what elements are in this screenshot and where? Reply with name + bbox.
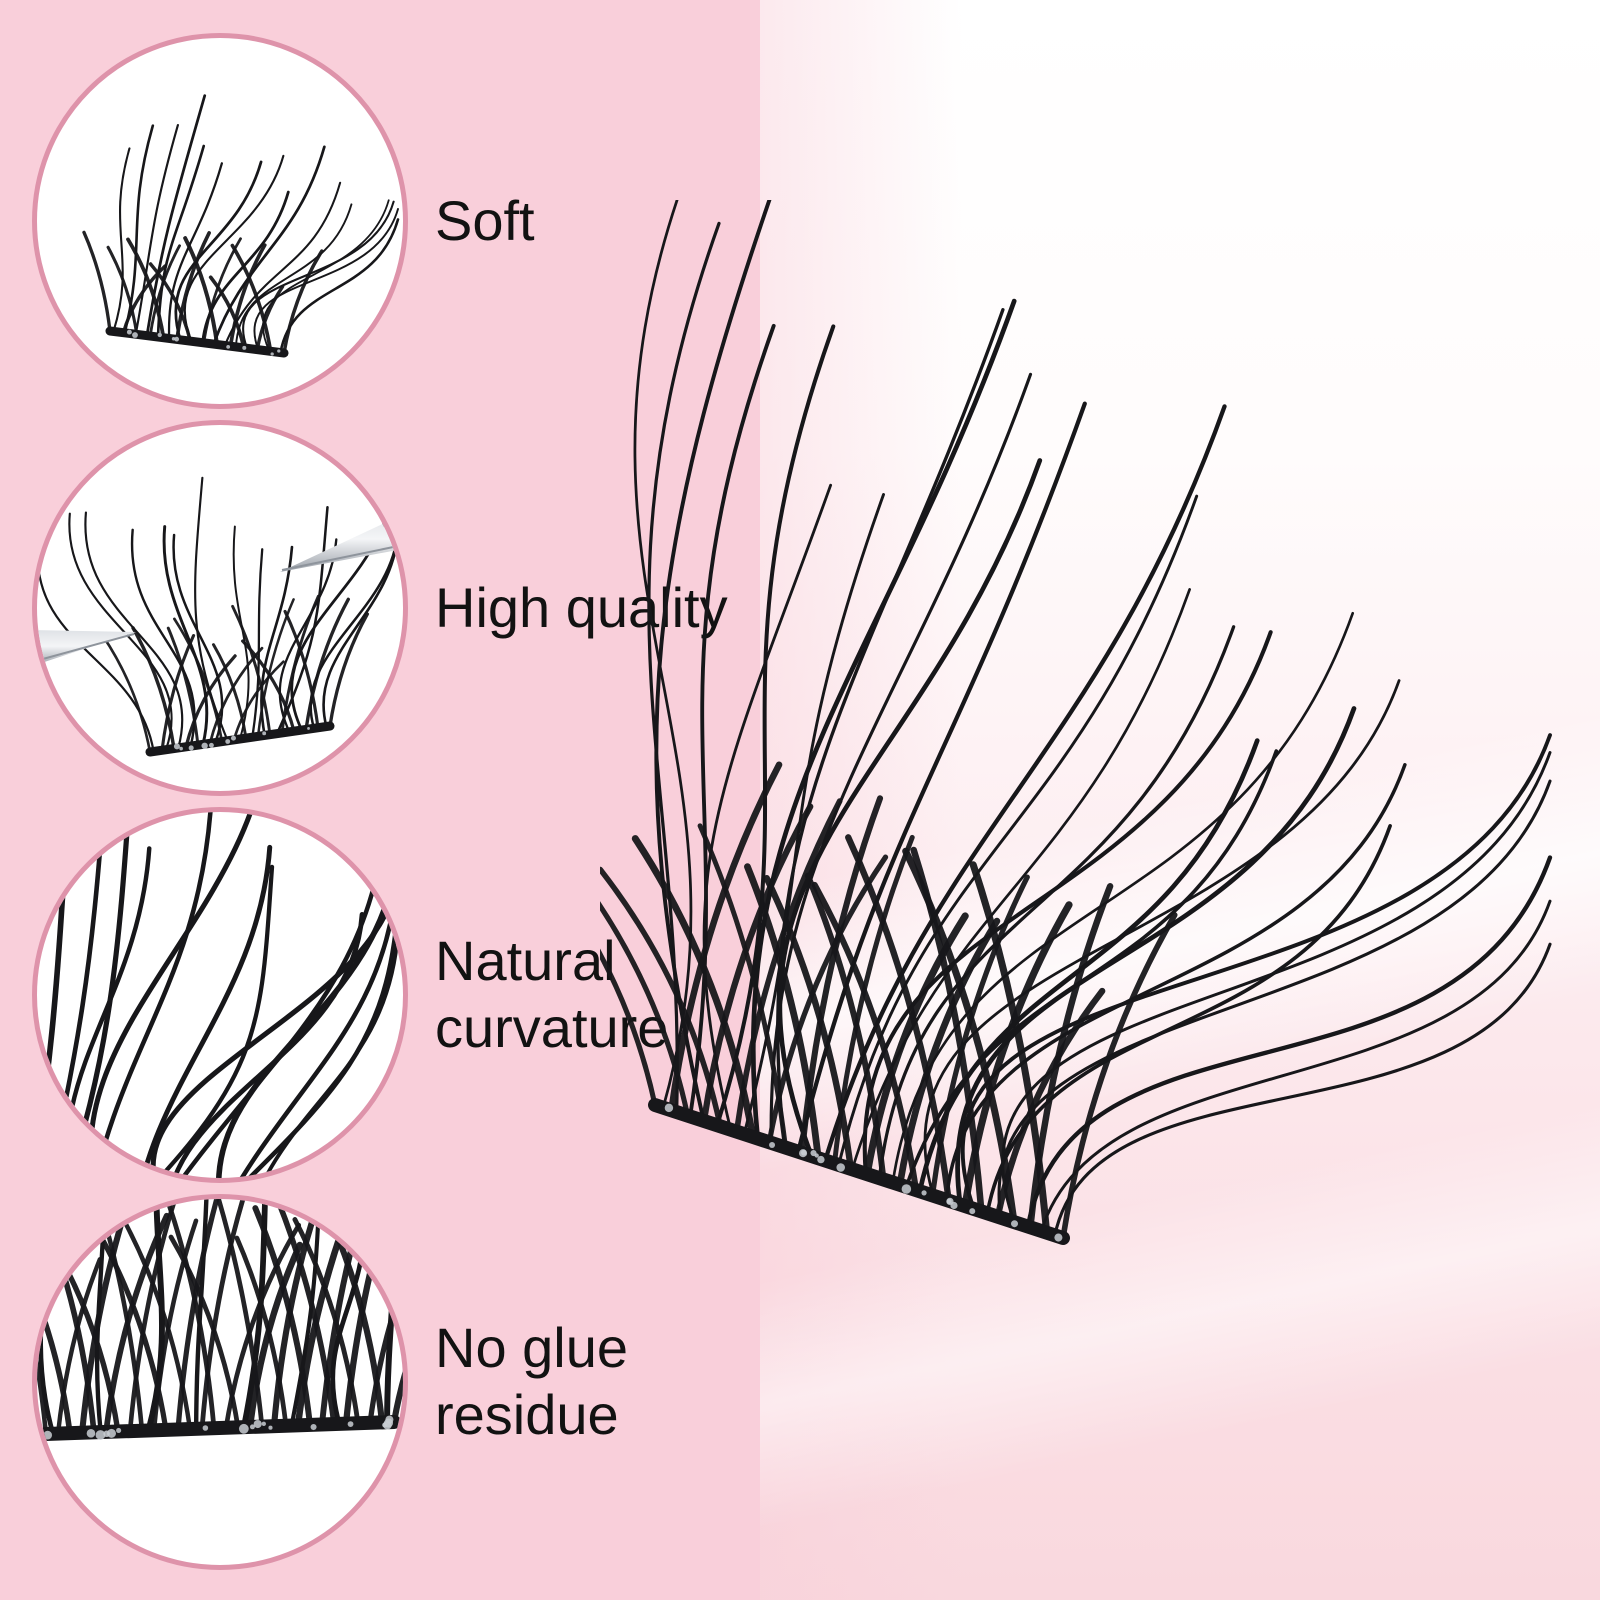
feature-image-natural-curvature bbox=[32, 807, 408, 1183]
feature-row-high-quality: High quality bbox=[32, 420, 735, 796]
feature-label-no-glue-residue: No glue residue bbox=[435, 1316, 629, 1446]
hero-panel bbox=[760, 0, 1600, 1600]
feature-row-soft: Soft bbox=[32, 33, 735, 409]
feature-row-no-glue-residue: No glue residue bbox=[32, 1194, 735, 1570]
lash-cluster-icon bbox=[82, 94, 400, 358]
feature-image-high-quality bbox=[32, 420, 408, 796]
features-panel: Soft High quality Natural curvature No g… bbox=[0, 0, 760, 1600]
feature-image-soft bbox=[32, 33, 408, 409]
lash-cluster-tweezers-icon bbox=[37, 476, 403, 757]
lash-band-closeup-icon bbox=[37, 1199, 403, 1441]
feature-label-soft: Soft bbox=[435, 188, 535, 252]
feature-row-natural-curvature: Natural curvature bbox=[32, 807, 735, 1183]
feature-label-natural-curvature: Natural curvature bbox=[435, 929, 669, 1059]
lash-strands-closeup-icon bbox=[37, 812, 401, 1178]
feature-label-high-quality: High quality bbox=[435, 575, 728, 639]
feature-image-no-glue-residue bbox=[32, 1194, 408, 1570]
